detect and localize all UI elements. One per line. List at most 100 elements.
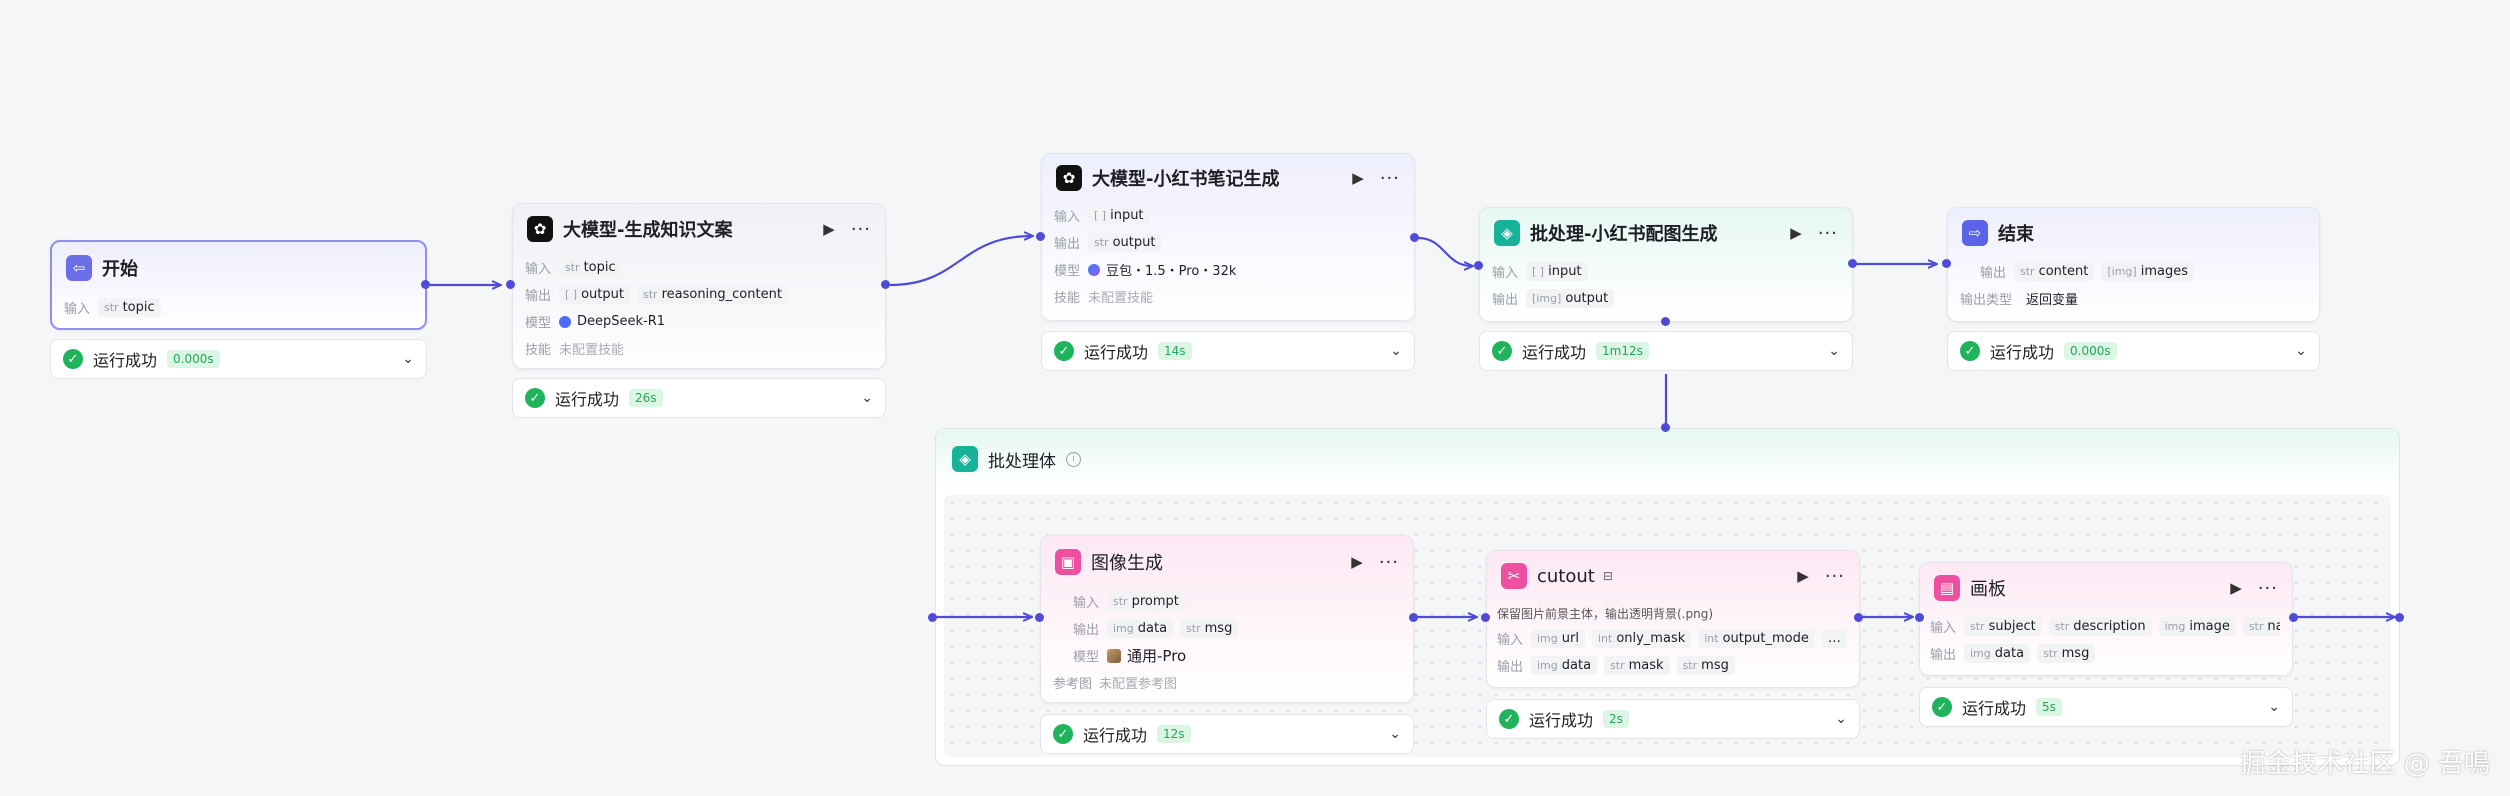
input-label: 输入 (525, 262, 552, 277)
status-llm2[interactable]: ✓ 运行成功 14s ⌄ (1041, 331, 1415, 371)
play-icon[interactable]: ▶ (1352, 169, 1364, 187)
port-img-in[interactable] (1035, 613, 1044, 622)
canvas-icon: ▤ (1934, 575, 1960, 601)
status-end[interactable]: ✓ 运行成功 0.000s ⌄ (1947, 331, 2320, 371)
more-icon[interactable]: ··· (1824, 565, 1845, 587)
node-title: 结束 (1998, 224, 2034, 245)
chevron-down-icon[interactable]: ⌄ (1389, 726, 1401, 742)
deepseek-icon (559, 315, 571, 328)
model-name: DeepSeek-R1 (577, 314, 666, 329)
exit-icon: ⇨ (1962, 220, 1988, 246)
input-label: 输入 (1930, 621, 1957, 636)
port-canvas-out[interactable] (2289, 613, 2298, 622)
port-body-top[interactable] (1661, 423, 1670, 432)
status-text: 运行成功 (1083, 726, 1148, 745)
more-icon[interactable]: ··· (1379, 167, 1400, 189)
port-llm2-in[interactable] (1036, 232, 1045, 241)
status-batch[interactable]: ✓ 运行成功 1m12s ⌄ (1479, 331, 1853, 371)
check-circle-icon: ✓ (1492, 341, 1512, 361)
output-type-value: 返回变量 (2026, 293, 2079, 308)
more-inputs-icon[interactable]: … (1821, 629, 1847, 648)
port-img-out[interactable] (1409, 613, 1418, 622)
input-label: 输入 (1497, 633, 1524, 648)
port-canvas-in[interactable] (1915, 613, 1924, 622)
port-batch-in[interactable] (1474, 261, 1483, 270)
output-label: 输出 (525, 289, 552, 304)
port-body-in[interactable] (928, 613, 937, 622)
chevron-down-icon[interactable]: ⌄ (2268, 699, 2280, 715)
chevron-down-icon[interactable]: ⌄ (1835, 711, 1847, 727)
output-type-label: 输出类型 (1960, 293, 2013, 308)
output-label: 输出 (1980, 266, 2007, 281)
node-batch[interactable]: ◈ 批处理-小红书配图生成 ▶ ··· 输入 [ ]input 输出 [img]… (1479, 207, 1853, 322)
edge-llm1-llm2 (889, 236, 1032, 287)
more-icon[interactable]: ··· (2257, 577, 2278, 599)
port-end-in[interactable] (1942, 259, 1951, 268)
output-label: 输出 (1492, 293, 1519, 308)
model-label: 模型 (1073, 650, 1100, 665)
output-label: 输出 (1054, 237, 1081, 252)
doubao-icon (1088, 263, 1100, 276)
chevron-down-icon[interactable]: ⌄ (861, 390, 873, 406)
port-batch-bottom[interactable] (1661, 317, 1670, 326)
chevron-down-icon[interactable]: ⌄ (2295, 343, 2307, 359)
status-start[interactable]: ✓ 运行成功 0.000s ⌄ (50, 339, 427, 379)
port-cutout-out[interactable] (1854, 613, 1863, 622)
chevron-down-icon[interactable]: ⌄ (1828, 343, 1840, 359)
status-canvas[interactable]: ✓ 运行成功 5s ⌄ (1919, 687, 2293, 727)
model-name: 豆包・1.5・Pro・32k (1106, 264, 1237, 279)
status-text: 运行成功 (1084, 343, 1149, 362)
output-label: 输出 (1930, 648, 1957, 663)
port-llm2-out[interactable] (1410, 233, 1419, 242)
more-icon[interactable]: ··· (1817, 222, 1838, 244)
more-icon[interactable]: ··· (850, 218, 871, 240)
node-title: 画板 (1970, 579, 2006, 600)
ref-label: 参考图 (1053, 677, 1093, 692)
status-cutout[interactable]: ✓ 运行成功 2s ⌄ (1486, 699, 1860, 739)
port-llm1-out[interactable] (881, 280, 890, 289)
port-cutout-in[interactable] (1481, 613, 1490, 622)
watermark: 掘金技术社区 @ 吾鳴 (2239, 749, 2490, 779)
port-start-out[interactable] (421, 280, 430, 289)
check-circle-icon: ✓ (1053, 724, 1073, 744)
skills-value: 未配置技能 (559, 343, 625, 358)
node-title: 批处理-小红书配图生成 (1530, 224, 1718, 245)
node-title: 图像生成 (1091, 553, 1163, 574)
info-icon[interactable]: i (1066, 451, 1081, 467)
more-icon[interactable]: ··· (1378, 551, 1399, 573)
play-icon[interactable]: ▶ (823, 220, 835, 238)
output-var: [img]images (2101, 262, 2194, 281)
input-label: 输入 (64, 302, 91, 317)
status-time: 26s (629, 389, 663, 407)
status-llm1[interactable]: ✓ 运行成功 26s ⌄ (512, 378, 886, 418)
chevron-down-icon[interactable]: ⌄ (402, 351, 414, 367)
status-text: 运行成功 (1529, 711, 1594, 730)
status-time: 0.000s (2064, 342, 2117, 360)
status-image-gen[interactable]: ✓ 运行成功 12s ⌄ (1040, 714, 1414, 754)
status-time: 5s (2036, 698, 2062, 716)
play-icon[interactable]: ▶ (1351, 553, 1363, 571)
chevron-down-icon[interactable]: ⌄ (1390, 343, 1402, 359)
play-icon[interactable]: ▶ (2230, 579, 2242, 597)
port-body-out[interactable] (2395, 613, 2404, 622)
play-icon[interactable]: ▶ (1797, 567, 1809, 585)
image-icon: ▣ (1055, 549, 1081, 575)
play-icon[interactable]: ▶ (1790, 224, 1802, 242)
port-batch-out[interactable] (1848, 259, 1857, 268)
node-cutout[interactable]: ✂ cutout ⊟ ▶ ··· 保留图片前景主体，输出透明背景(.png) 输… (1486, 550, 1860, 688)
status-text: 运行成功 (1522, 343, 1587, 362)
port-llm1-in[interactable] (506, 280, 515, 289)
